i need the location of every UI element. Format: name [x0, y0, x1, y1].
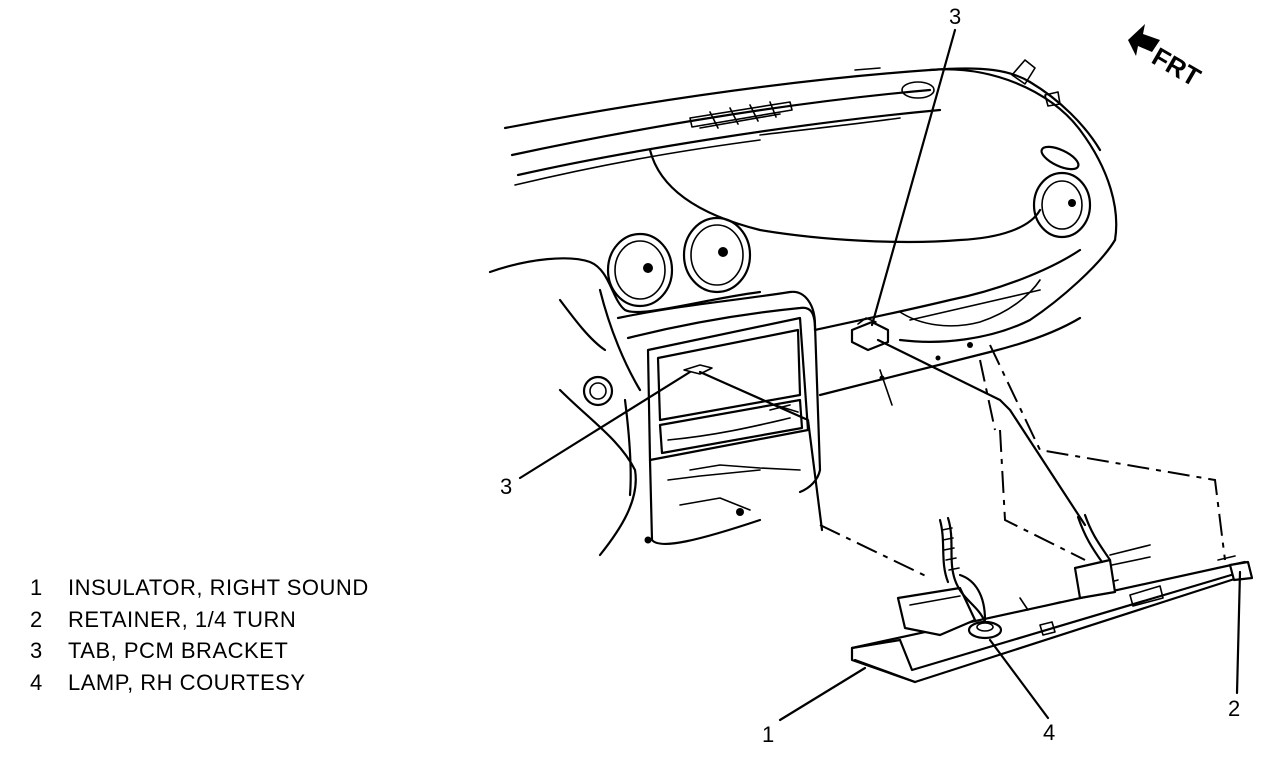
legend-text: INSULATOR, RIGHT SOUND	[68, 575, 369, 600]
front-label: FRT	[1147, 41, 1206, 92]
legend-item: 3 TAB, PCM BRACKET	[30, 635, 369, 667]
legend-number: 3	[30, 638, 43, 663]
front-direction-arrow: FRT	[1128, 24, 1206, 93]
callout-tab-left: 3	[500, 474, 512, 499]
legend-item: 1 INSULATOR, RIGHT SOUND	[30, 572, 369, 604]
legend-text: RETAINER, 1/4 TURN	[68, 606, 297, 632]
legend-text: LAMP, RH COURTESY	[68, 669, 306, 695]
legend-number: 1	[30, 575, 43, 600]
leader-lines	[518, 28, 1242, 722]
callout-lamp: 4	[1043, 720, 1055, 745]
legend-number: 2	[30, 606, 43, 632]
legend-text: TAB, PCM BRACKET	[68, 638, 289, 663]
legend-item: 2 RETAINER, 1/4 TURN	[30, 604, 369, 636]
callout-insulator: 1	[762, 722, 774, 747]
alignment-lines	[819, 344, 1226, 579]
callout-tab-top: 3	[949, 4, 961, 29]
parts-legend: 1 INSULATOR, RIGHT SOUND 2 RETAINER, 1/4…	[30, 572, 369, 698]
legend-item: 4 LAMP, RH COURTESY	[30, 667, 369, 699]
instrument-panel	[488, 59, 1118, 557]
callout-retainer: 2	[1228, 696, 1240, 721]
legend-number: 4	[30, 669, 43, 695]
sound-insulator	[850, 513, 1254, 684]
